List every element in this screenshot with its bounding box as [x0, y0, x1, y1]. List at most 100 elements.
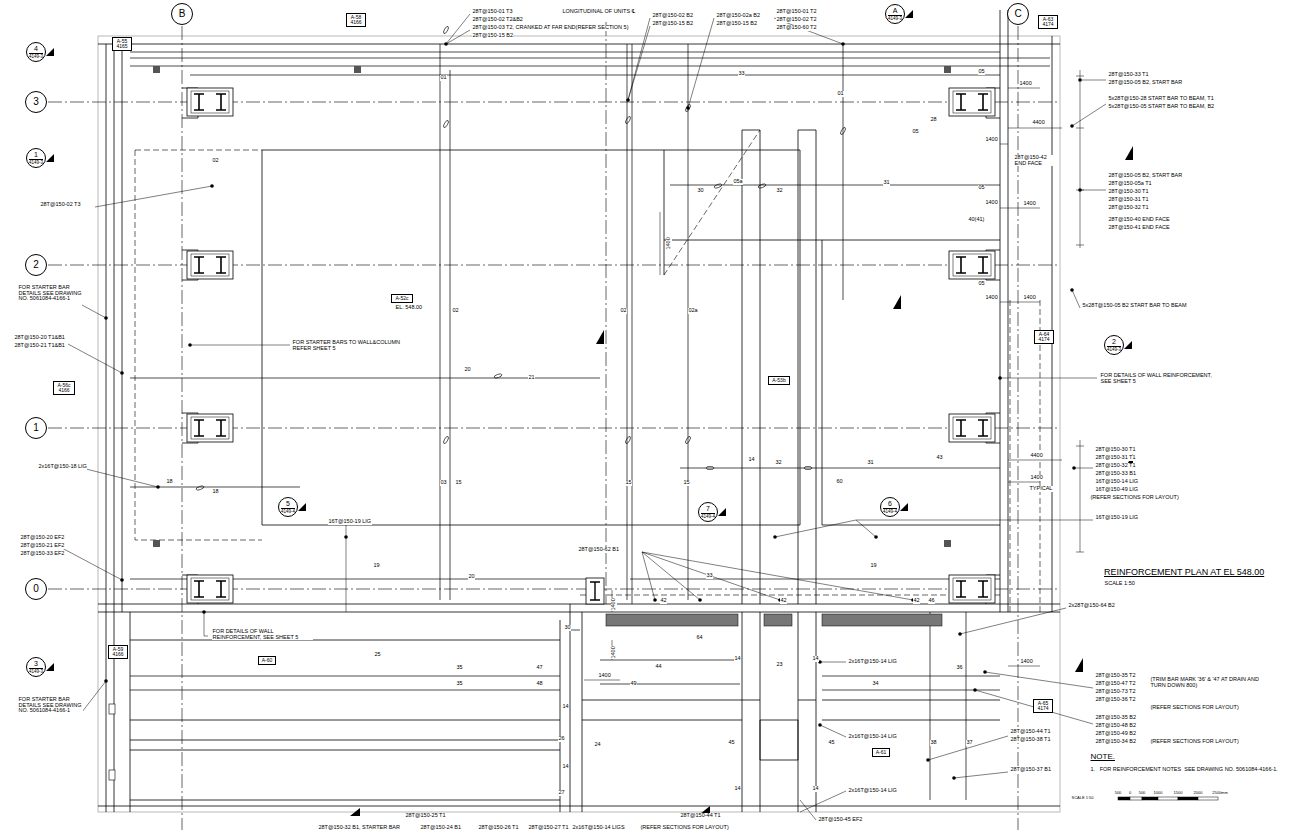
rebar-callout: 1400: [1020, 659, 1033, 665]
rebar-callout: 28T@150-01 T3: [472, 9, 513, 15]
bar-mark: 14: [734, 656, 741, 662]
column-symbols-part: [187, 575, 233, 603]
frame-part: [98, 36, 1060, 812]
rebar-callout: 28T@150-24 B1: [420, 825, 461, 831]
node-text: 1: [33, 423, 39, 433]
bar-ticks-part: [443, 120, 450, 129]
rebar-callout: 1400: [1019, 81, 1032, 87]
rebar-callout: 28T@150-44 T1: [680, 813, 721, 819]
section-reference-box: A-644174: [1034, 330, 1053, 344]
leader-dots-part: [120, 578, 124, 582]
leader-lines-part: [642, 552, 913, 600]
column-symbols-part: [187, 414, 233, 442]
leader-lines-part: [62, 548, 122, 580]
column-symbols: [187, 88, 995, 604]
rebar-callout: 28T@150-02 B2: [652, 13, 693, 19]
node-text: 4149-3: [1107, 346, 1121, 353]
rebar-callout: 28T@150-32 T1: [1095, 463, 1136, 469]
node-text: 4149-3: [29, 53, 43, 60]
rebar-callout: 28T@150-38 T1: [1010, 737, 1051, 743]
leader-lines-part: [775, 520, 1093, 537]
rebar-callout: 2x28T@150-64 B2: [1068, 603, 1115, 609]
rebar-callout: 28T@150-05a T1: [1108, 181, 1152, 187]
rebar-callout: 1400: [985, 200, 998, 206]
bar-mark: 60: [836, 479, 843, 485]
leader-dots-part: [973, 688, 977, 692]
rebar-callout: 1400: [1023, 201, 1036, 207]
slab-outline-part: [106, 10, 1052, 812]
leader-lines-part: [800, 800, 816, 820]
leader-dots-part: [188, 343, 192, 347]
slab-outline-part: [822, 240, 1000, 525]
bar-mark: 42: [913, 598, 920, 604]
rebar-callout: 28T@150-02 T3: [40, 202, 81, 208]
rebar-callout: 16T@150-49 LIG: [1095, 487, 1139, 493]
node-text: 1: [34, 151, 38, 159]
rebar-callout: EL. 548.00: [395, 305, 423, 311]
slab-outline-part: [986, 88, 1000, 604]
section-reference-box: A-56c4166: [53, 381, 74, 395]
rebar-callout: 28T@150-01 T2: [776, 9, 817, 15]
leader-lines-part: [688, 18, 714, 108]
rebar-callout: FOR STARTER BARS TO WALL&COLUMN REFER SH…: [292, 340, 403, 351]
rebar-callout: 28T@150-30 T1: [1095, 447, 1136, 453]
rebar-callout: FOR STARTER BAR DETAILS SEE DRAWING NO. …: [18, 697, 83, 714]
leader-lines-part: [1080, 80, 1106, 81]
bar-ticks-part: [706, 466, 714, 469]
bar-mark: 31: [883, 180, 890, 186]
bar-mark: 27: [558, 790, 565, 796]
leader-dots: [104, 42, 1082, 780]
leader-lines-part: [928, 736, 1008, 778]
section-flags-part: [1124, 341, 1132, 349]
rebar-callout: TYPICAL: [1029, 486, 1053, 492]
rebar-callout: SCALE 1:50: [1104, 581, 1135, 587]
rebar-callout: 2x16T@150-18 LIG: [38, 464, 87, 470]
scale-bar-part: [1198, 797, 1218, 800]
section-flags-part: [718, 508, 726, 516]
wall-hatch-part: [606, 614, 738, 626]
leader-lines-part: [960, 608, 1066, 634]
node-text: 4174: [1037, 706, 1048, 711]
rebar-callout: 1000: [1153, 791, 1163, 795]
leader-lines-part: [1072, 104, 1106, 126]
reinforcing-bars-part: [130, 52, 1050, 75]
node-text: 4149-4: [701, 513, 715, 520]
wall-hatch-part: [822, 614, 942, 626]
leader-lines-part: [446, 14, 470, 44]
node-text: 0: [33, 584, 39, 594]
rebar-callout: 28T@150-31 T1: [1108, 197, 1149, 203]
leader-dots-part: [874, 535, 878, 539]
section-flags-part: [350, 808, 360, 816]
node-text: 4149-3: [888, 15, 902, 22]
section-flags-part: [1075, 658, 1083, 672]
bar-mark: 34: [872, 681, 879, 687]
rebar-callout: 28T@150-36 T2: [1095, 697, 1136, 703]
leader-dots-part: [998, 376, 1002, 380]
scale-bar-part: [1130, 797, 1142, 800]
rebar-callout: (REFER SECTIONS FOR LAYOUT): [1150, 739, 1239, 745]
leader-dots-part: [983, 670, 987, 674]
rebar-callout: 28T@150-33 T1: [1108, 72, 1149, 78]
rebar-callout: 1400: [598, 673, 611, 679]
reinforcing-bars-part: [440, 44, 843, 604]
node-text: 5: [286, 500, 290, 508]
leader-lines-part: [82, 681, 106, 712]
column-symbols-part: [949, 88, 995, 116]
drawing-title: REINFORCEMENT PLAN AT EL 548.00: [1104, 568, 1264, 577]
leader-lines-part: [204, 612, 208, 636]
bar-mark: 05: [912, 129, 919, 135]
leader-dots-part: [104, 679, 108, 683]
node-text: 4: [34, 45, 38, 53]
bar-mark: 05: [978, 281, 985, 287]
rebar-callout: 28T@150-60 T2: [776, 25, 817, 31]
node-text: A: [893, 7, 898, 15]
section-reference-box: A-584166: [346, 13, 365, 27]
bar-mark: 01: [837, 91, 844, 97]
bar-mark: 05a: [733, 179, 743, 185]
bar-ticks-part: [714, 183, 723, 189]
leader-dots-part: [1070, 288, 1074, 292]
bar-mark: 47: [536, 665, 543, 671]
bar-mark: 49: [630, 681, 637, 687]
reinforcing-bars-part: [570, 612, 966, 800]
